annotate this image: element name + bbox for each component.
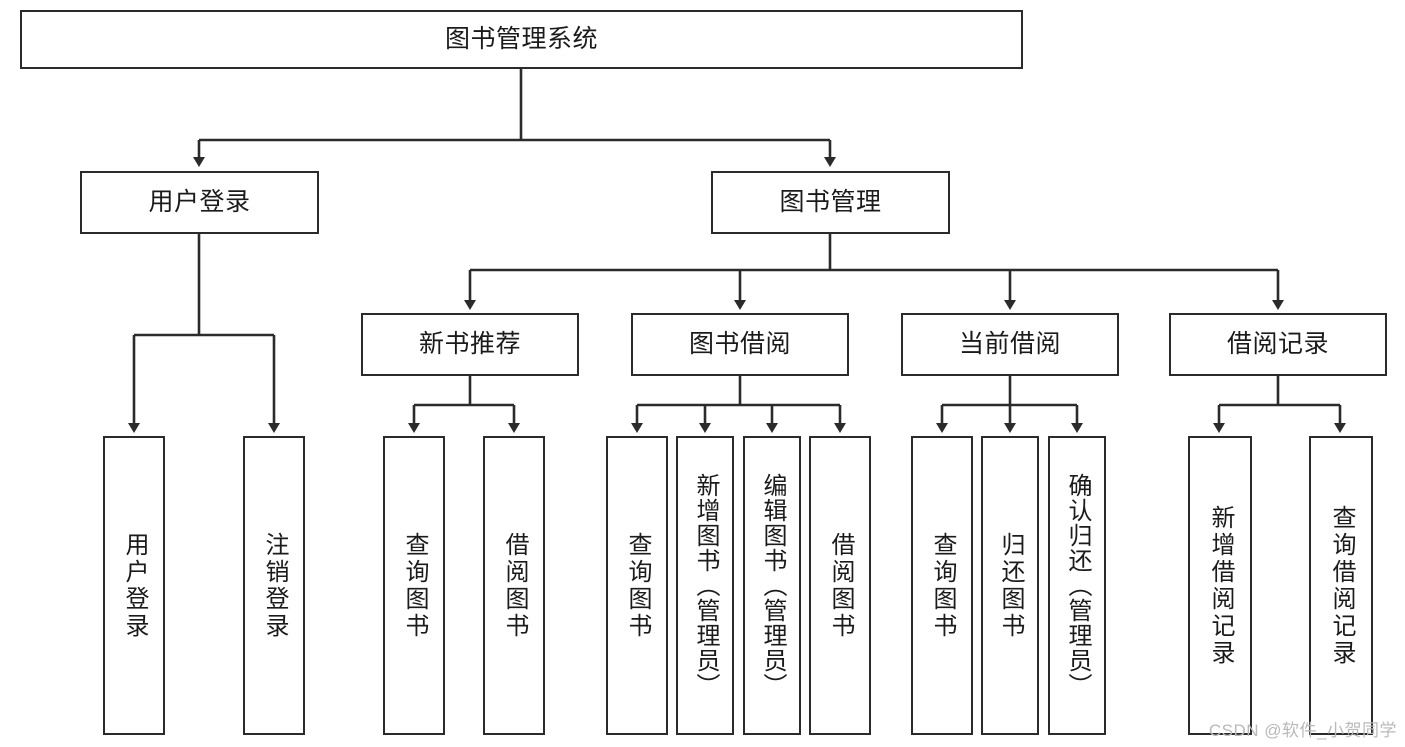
node-borrow-record[interactable]: 借阅记录	[1169, 313, 1387, 376]
leaf-borrow-add-book-admin[interactable]: 新增图书（管理员）	[676, 436, 734, 735]
node-user-login[interactable]: 用户登录	[80, 171, 319, 234]
node-current-borrow[interactable]: 当前借阅	[901, 313, 1119, 376]
leaf-user-login-signout[interactable]: 注销登录	[243, 436, 305, 735]
leaf-borrow-edit-book-admin[interactable]: 编辑图书（管理员）	[743, 436, 801, 735]
leaf-borrow-borrow-book[interactable]: 借阅图书	[809, 436, 871, 735]
leaf-user-login-signin[interactable]: 用户登录	[103, 436, 165, 735]
leaf-current-return-book[interactable]: 归还图书	[981, 436, 1039, 735]
node-new-book-recommend[interactable]: 新书推荐	[361, 313, 579, 376]
node-book-borrow[interactable]: 图书借阅	[631, 313, 849, 376]
leaf-borrow-query-book[interactable]: 查询图书	[606, 436, 668, 735]
node-book-management[interactable]: 图书管理	[711, 171, 950, 234]
leaf-recommend-borrow-book[interactable]: 借阅图书	[483, 436, 545, 735]
node-root[interactable]: 图书管理系统	[20, 10, 1023, 69]
leaf-record-add-record[interactable]: 新增借阅记录	[1188, 436, 1252, 735]
leaf-current-query-book[interactable]: 查询图书	[911, 436, 973, 735]
watermark-text: CSDN @软件_小贺同学	[1208, 721, 1397, 740]
leaf-current-confirm-return-admin[interactable]: 确认归还（管理员）	[1048, 436, 1106, 735]
leaf-record-query-record[interactable]: 查询借阅记录	[1309, 436, 1373, 735]
leaf-recommend-query-book[interactable]: 查询图书	[383, 436, 445, 735]
